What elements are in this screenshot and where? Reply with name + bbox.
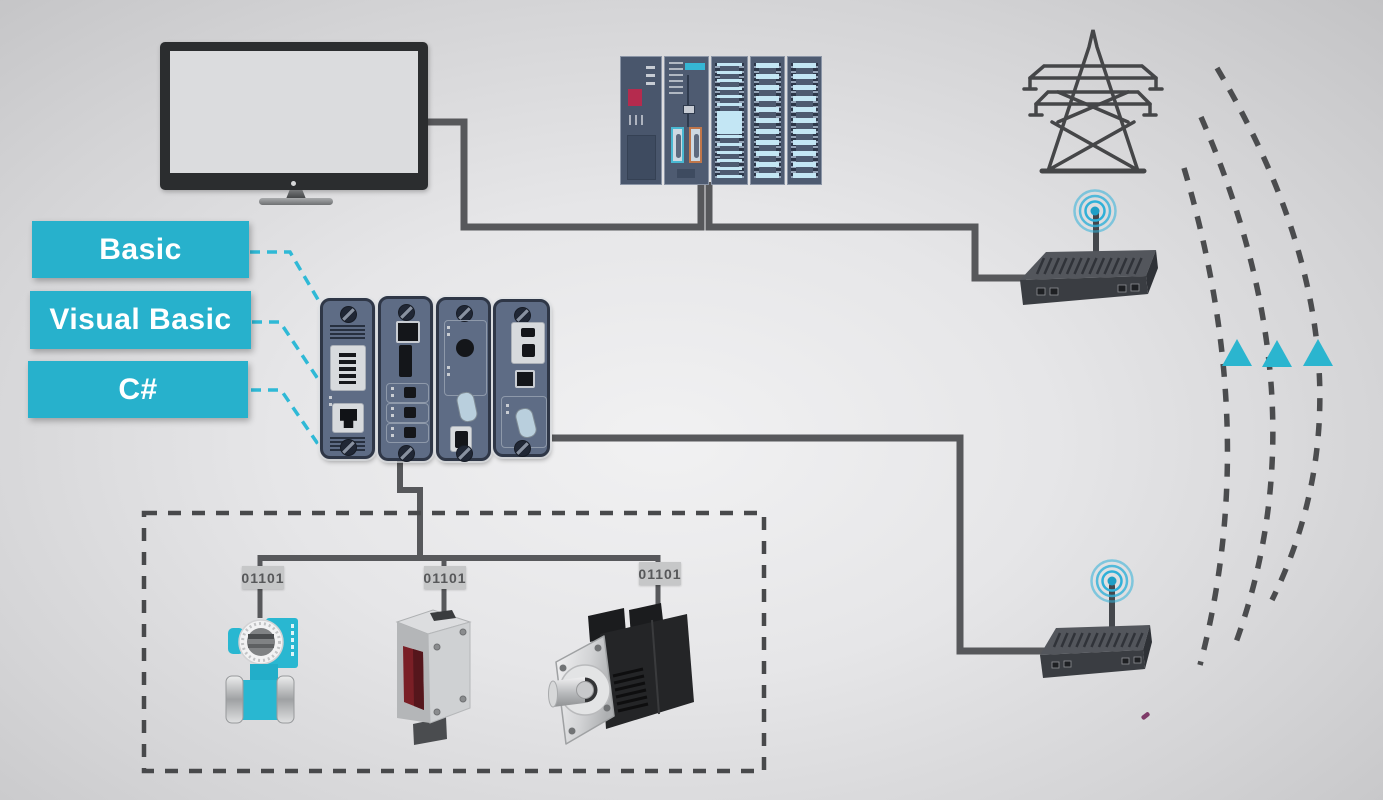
usb-port [450, 426, 472, 452]
motor-vents [612, 667, 649, 713]
router-port [1117, 284, 1127, 293]
plc-power-module [620, 56, 662, 185]
router-side-face [1143, 625, 1152, 669]
sensor-bottom-connector [413, 717, 447, 745]
screw-icon [340, 439, 357, 456]
flow-arrow-icon [1262, 340, 1292, 367]
gateway-module-2 [378, 296, 433, 462]
signal-arc-middle [1198, 115, 1276, 646]
language-connectors [250, 250, 324, 451]
flow-meter [225, 618, 298, 724]
language-box-csharp: C# [28, 361, 248, 418]
servo-motor [548, 603, 694, 745]
port-row [386, 403, 429, 423]
round-connector [456, 339, 474, 357]
power-tower-icon [1022, 29, 1164, 174]
screw-icon [514, 440, 531, 457]
gateway-module-3 [436, 297, 491, 462]
flow-arrow-icon [1222, 339, 1252, 366]
slot [399, 345, 412, 377]
plc-io-module [711, 56, 748, 185]
gateway-module-1 [320, 298, 375, 459]
screw-icon [456, 305, 473, 322]
plc-io-module [750, 56, 785, 185]
router-port [1049, 287, 1059, 296]
port-row [386, 383, 429, 403]
flowmeter-dial [247, 628, 275, 656]
connector-basic [250, 250, 322, 304]
screw-icon [398, 304, 415, 321]
screw-icon [456, 445, 473, 462]
router-port [1121, 657, 1130, 665]
connector-visual-basic [252, 320, 322, 383]
plc-red-switch [628, 89, 642, 106]
plc-port [689, 127, 702, 163]
monitor-screen [170, 51, 418, 173]
screw-icon [340, 306, 357, 323]
connector-csharp [251, 388, 324, 451]
port-panel [511, 322, 545, 364]
port-row [386, 423, 429, 443]
motor-body [600, 614, 694, 729]
router-port [1051, 661, 1060, 669]
wifi-signal-icon [1090, 559, 1134, 603]
flowmeter-flange [225, 675, 244, 724]
language-label: C# [118, 372, 158, 406]
sensor-right-face [427, 621, 471, 724]
flow-arrow-icon [1303, 339, 1333, 366]
screw-icon [398, 445, 415, 462]
router-vents [1035, 257, 1143, 275]
device-id-tag: 01101 [241, 566, 284, 589]
router-port [1036, 287, 1046, 296]
sensor-top-button [430, 610, 456, 621]
wire-gateway-to-bottom-router [552, 434, 1046, 655]
router-vents [1052, 632, 1144, 648]
motor-shaft [553, 677, 585, 707]
plc-port [671, 127, 684, 163]
port [396, 321, 420, 343]
device-id-tag: 01101 [423, 566, 466, 589]
plc-io-module [787, 56, 822, 185]
language-label: Basic [99, 232, 182, 266]
signal-arc-outer [1214, 66, 1323, 602]
wire-gateway-down [397, 456, 423, 558]
device-id-tag: 01101 [638, 562, 681, 585]
signal-arc-inner [1181, 167, 1231, 666]
wire-plc-to-top-router [705, 182, 1026, 282]
router-port [1130, 283, 1140, 292]
router-front-face [1020, 276, 1148, 305]
router-port [1133, 656, 1142, 664]
photoelectric-sensor [395, 609, 472, 745]
magenta-speck [1141, 712, 1150, 720]
language-label: Visual Basic [49, 303, 232, 336]
plc-cpu-module [664, 56, 709, 185]
fieldbus-enclosure [141, 510, 767, 774]
monitor [160, 42, 428, 190]
signal-arcs [1181, 66, 1323, 666]
network-wires [428, 118, 1046, 655]
plc-brand-strip [685, 63, 705, 70]
wire-monitor-to-plc [428, 118, 705, 231]
port [515, 370, 535, 388]
fieldbus-wires [257, 456, 661, 618]
wireless-router-top [1020, 189, 1158, 305]
plc-rack [620, 55, 822, 186]
monitor-stand-base [259, 198, 333, 205]
flowmeter-pipe-body [243, 680, 281, 720]
router-side-face [1146, 250, 1158, 294]
router-front-face [1040, 650, 1145, 678]
language-box-visual-basic: Visual Basic [30, 291, 251, 349]
monitor-stand [286, 190, 306, 199]
signal-flow-arrows [1222, 339, 1333, 367]
router-port [1063, 660, 1072, 668]
wifi-signal-icon [1073, 189, 1117, 233]
language-box-basic: Basic [32, 221, 249, 278]
ethernet-port [332, 403, 364, 433]
monitor-power-led [291, 181, 296, 186]
wireless-router-bottom [1040, 559, 1152, 678]
gateway-module-4 [493, 299, 550, 457]
terminal-panel [330, 345, 366, 391]
flowmeter-flange [276, 675, 295, 724]
